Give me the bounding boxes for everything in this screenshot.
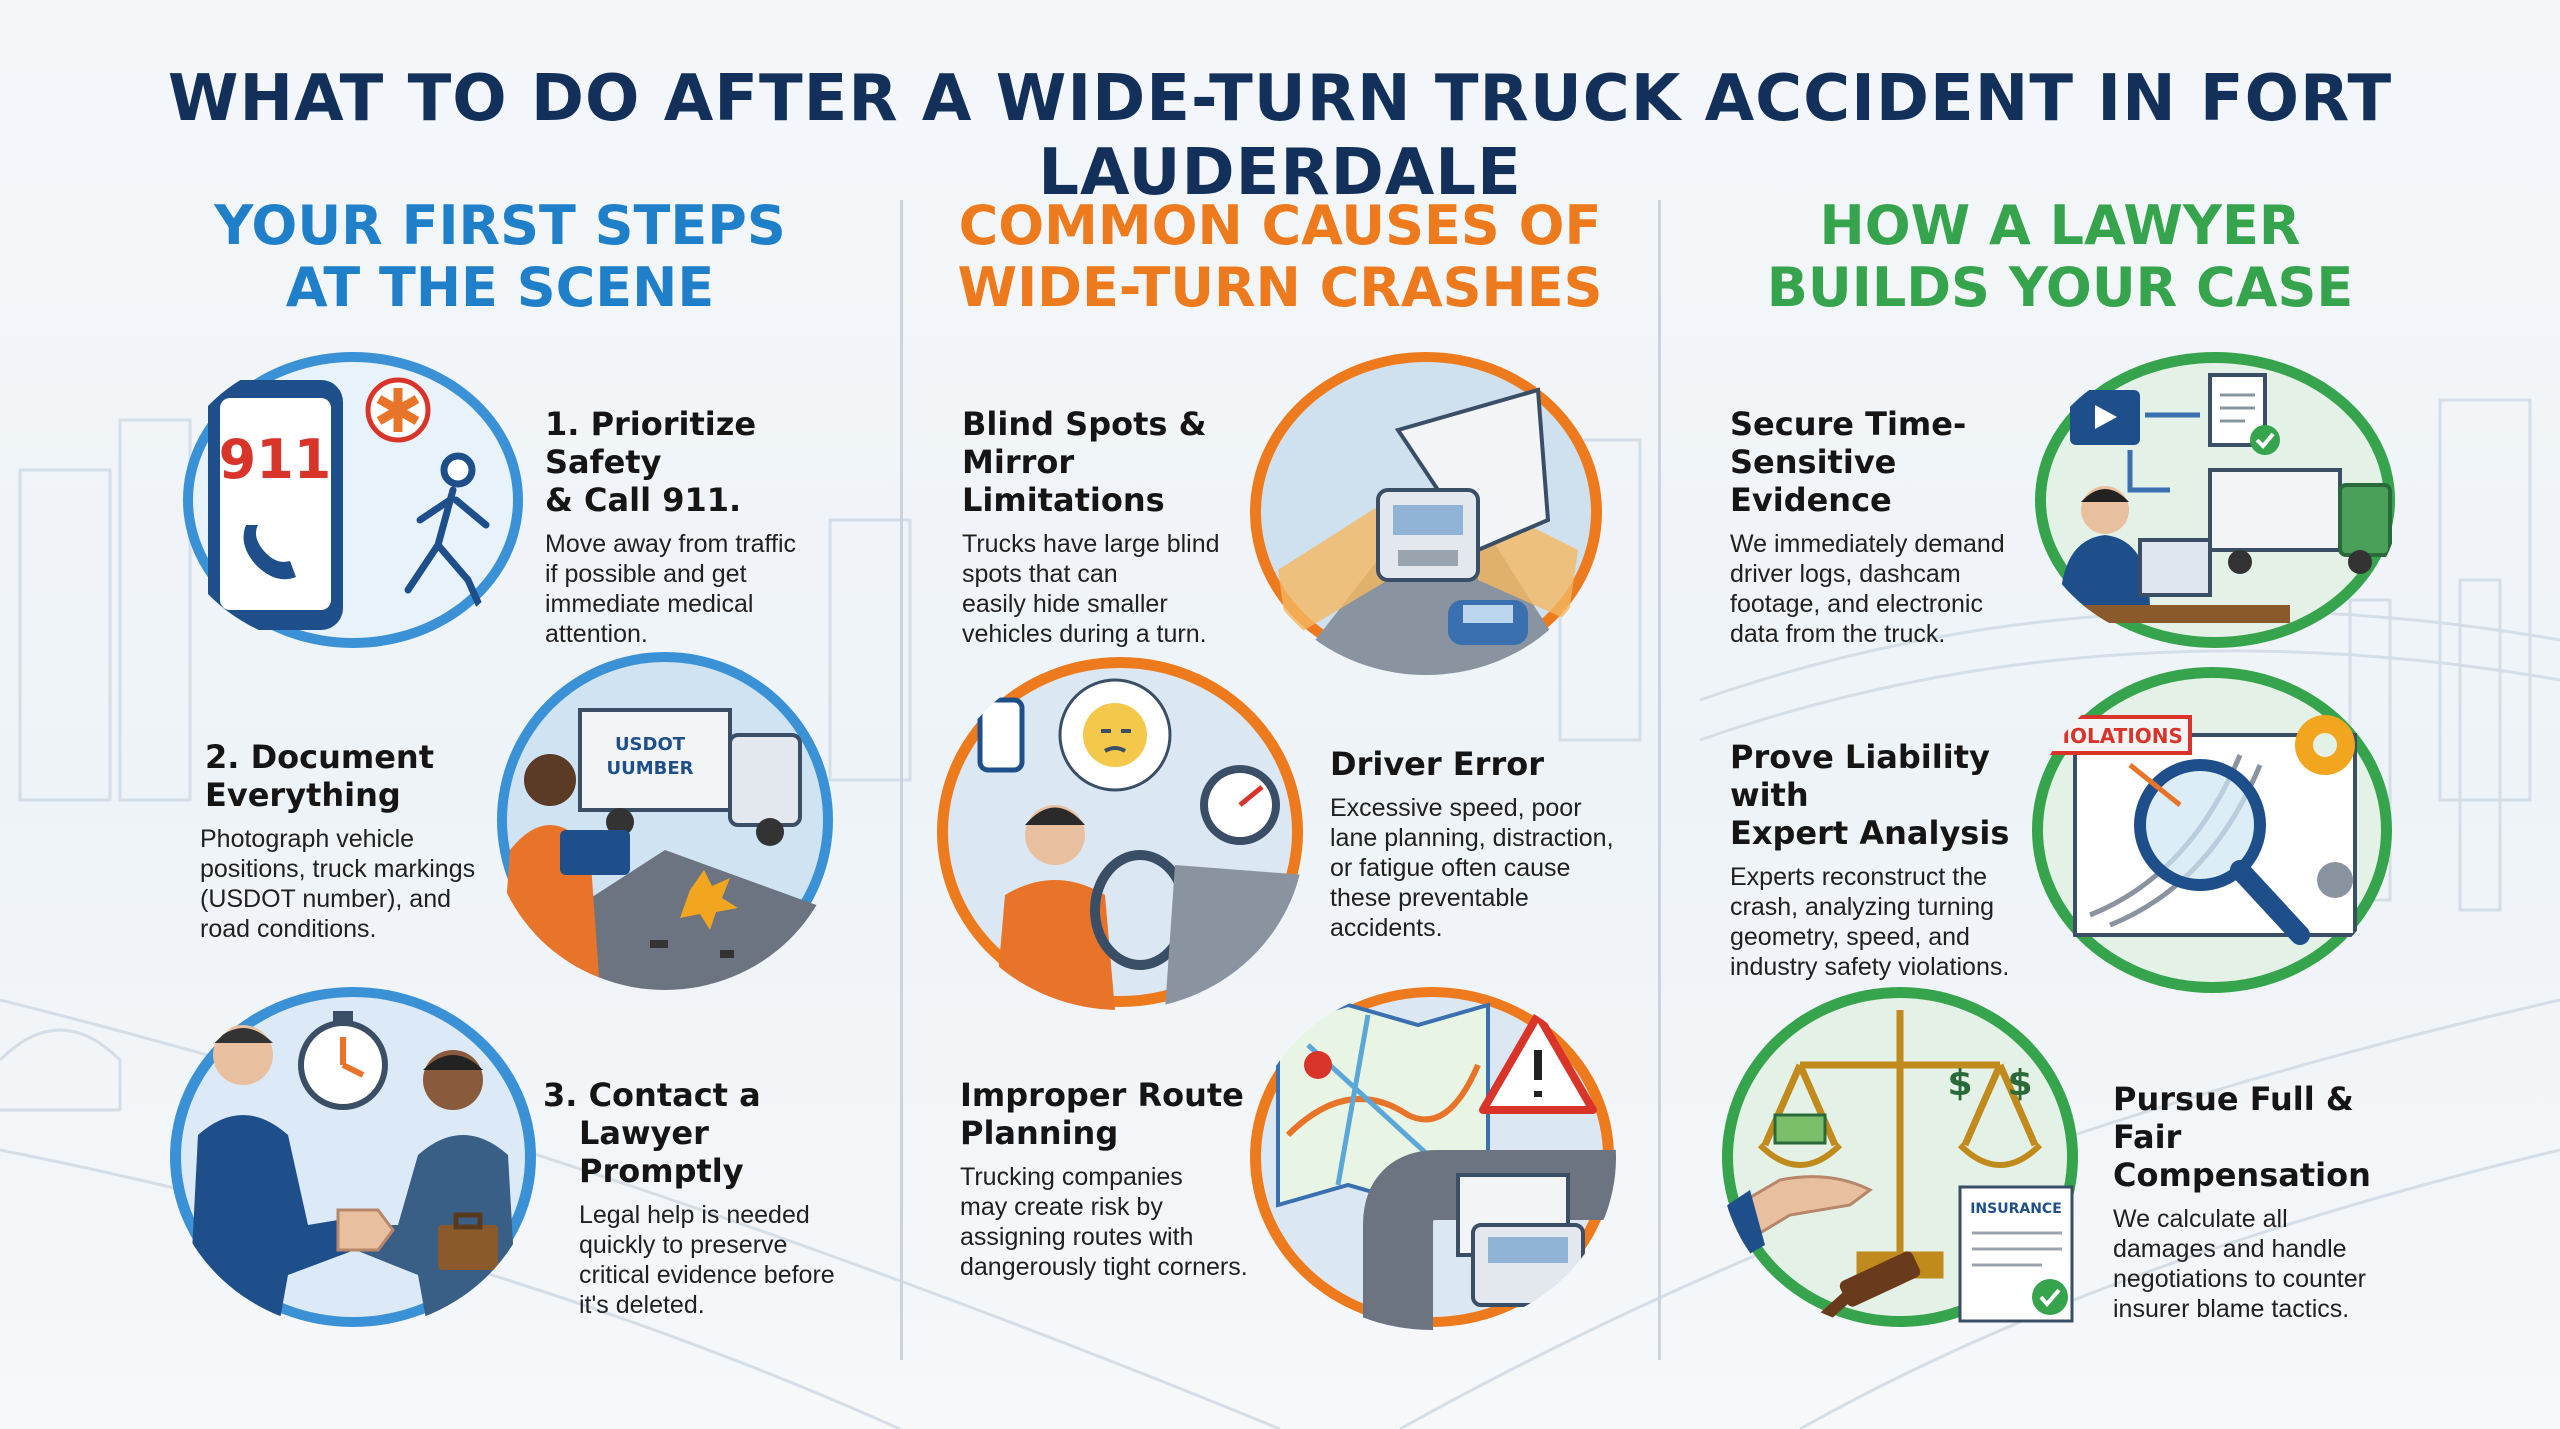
svg-text:911: 911 [219,428,332,491]
illustration-document-scene: USDOT UUMBER [490,650,840,990]
illustration-blind-spots [1248,350,1604,675]
magnifying-glass-icon [2128,759,2310,945]
truck-icon [1456,1173,1585,1307]
emergency-medical-icon [365,377,431,443]
svg-text:UUMBER: UUMBER [606,758,693,779]
truck-icon: USDOT UUMBER [578,708,802,846]
step-title: 1. Prioritize Safety& Call 911. [545,405,757,519]
car-icon [1448,600,1528,645]
svg-text:USDOT: USDOT [615,734,686,755]
illustration-contact-lawyer [168,985,538,1330]
illustration-secure-evidence [2030,350,2400,650]
illustration-expert-analysis: VIOLATIONS [2030,665,2395,995]
stopwatch-icon [298,1011,388,1110]
svg-text:VIOLATIONS: VIOLATIONS [2047,724,2183,748]
svg-text:$: $ [2007,1063,2032,1104]
truck-icon [1376,387,1551,582]
column-divider-2 [1658,200,1661,1360]
column-divider-1 [900,200,903,1360]
running-person-icon [404,452,492,629]
truck-icon [2208,468,2392,574]
svg-text:INSURANCE: INSURANCE [1970,1201,2062,1217]
case-secure-evidence: Secure Time-Sensitive Evidence We immedi… [1730,405,2060,649]
money-icon: $ $ [1773,1063,2033,1145]
video-icon [2070,390,2140,445]
speedometer-icon [1200,765,1280,845]
document-check-icon [2208,373,2280,455]
smartphone-icon [977,697,1025,773]
case-step-title: Secure Time-Sensitive Evidence [1730,405,1967,519]
case-compensation: Pursue Full &Fair Compensation We calcul… [2113,1080,2443,1324]
page-title: WHAT TO DO AFTER A WIDE-TURN TRUCK ACCID… [167,62,2393,210]
step-prioritize-safety: 1. Prioritize Safety& Call 911. Move awa… [545,405,875,649]
briefcase-icon [438,1212,498,1270]
gear-icon [2295,715,2355,898]
illustration-driver-error [935,655,1305,1010]
cause-title: Blind Spots &Mirror Limitations [962,405,1207,519]
case-step-title: Pursue Full &Fair Compensation [2113,1080,2371,1194]
warning-icon [1479,1011,1597,1114]
cause-title: Driver Error [1330,745,1544,783]
debris-icon [650,870,738,958]
svg-text:$: $ [1947,1063,1972,1104]
illustration-call-911: 911 [168,350,530,650]
insurance-document-icon: INSURANCE [1958,1185,2078,1325]
cause-blind-spots: Blind Spots &Mirror Limitations Trucks h… [962,405,1282,649]
tired-face-icon [1058,678,1172,792]
illustration-route-planning [1248,985,1616,1330]
phone-icon: 911 [208,380,343,630]
handshake-icon [188,1025,518,1330]
hand-icon [1720,1175,1873,1265]
